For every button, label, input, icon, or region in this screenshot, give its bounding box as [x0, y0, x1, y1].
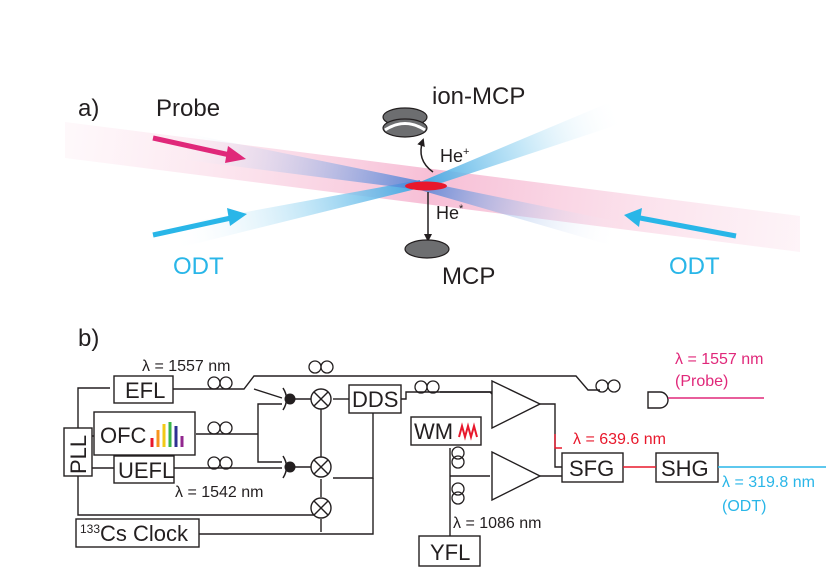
mixer-1 — [310, 388, 332, 410]
mcp-label: MCP — [442, 263, 495, 290]
ion-mcp-icon — [382, 107, 428, 138]
efl-box — [113, 375, 174, 404]
yfl-wavelength: λ = 1086 nm — [453, 515, 542, 532]
fiber-coils — [207, 360, 621, 505]
mcp-icon — [404, 239, 450, 259]
cs-clock-label: 133Cs Clock — [80, 521, 189, 546]
uefl-box — [113, 455, 175, 484]
amplifier-bottom — [491, 450, 542, 502]
sfg-red-line-in — [554, 434, 562, 449]
odt-tag: (ODT) — [722, 498, 766, 515]
probe-core-right — [420, 181, 620, 248]
wm-label: WM — [414, 419, 453, 444]
dds-box — [348, 384, 402, 414]
yfl-label: YFL — [430, 540, 470, 565]
he-star-label: He* — [436, 203, 464, 223]
pll-box — [63, 427, 93, 477]
odt-beam-left — [170, 180, 420, 250]
uefl-label: UEFL — [118, 458, 174, 483]
ion-mcp-label: ion-MCP — [432, 83, 525, 110]
he-plus-label: He+ — [440, 146, 469, 166]
odt-beam-right — [420, 98, 620, 190]
mixer-3 — [310, 497, 332, 519]
photodetector-efl — [282, 387, 296, 411]
photodetector-uefl — [282, 455, 296, 479]
amplifier-top — [491, 379, 542, 430]
atom-cloud — [405, 181, 447, 191]
odt-wavelength: λ = 319.8 nm — [722, 474, 815, 491]
shg-label: SHG — [661, 456, 709, 481]
mixer-2 — [310, 456, 332, 478]
probe-arrow — [152, 135, 246, 163]
cs-clock-box — [75, 518, 200, 548]
efl-wavelength: λ = 1557 nm — [142, 358, 231, 375]
shg-box — [655, 452, 719, 483]
odt-arrow-left — [152, 208, 247, 238]
probe-tag: (Probe) — [675, 373, 728, 390]
frequency-comb-icon — [150, 422, 184, 447]
uefl-wavelength: λ = 1542 nm — [175, 484, 264, 501]
sfg-box — [561, 452, 624, 483]
sfg-label: SFG — [569, 456, 614, 481]
odt-arrow-right — [624, 208, 737, 239]
ofc-label: OFC — [100, 423, 147, 448]
probe-wavelength: λ = 1557 nm — [675, 351, 764, 368]
ofc-box — [93, 411, 196, 456]
he-plus-arrow — [417, 138, 434, 173]
odt-label-right: ODT — [669, 253, 720, 280]
panel-a-label: a) — [78, 95, 99, 122]
odt-label-left: ODT — [173, 253, 224, 280]
dds-label: DDS — [352, 387, 398, 412]
pll-label: PLL — [66, 435, 91, 474]
yfl-box — [418, 535, 481, 567]
sfg-wavelength: λ = 639.6 nm — [573, 431, 666, 448]
probe-core-left — [170, 130, 420, 190]
efl-label: EFL — [125, 378, 165, 403]
probe-output-coupler-icon — [647, 391, 669, 409]
panel-b-label: b) — [78, 325, 99, 352]
probe-label: Probe — [156, 95, 220, 122]
wavemeter-wave-icon — [458, 422, 478, 441]
